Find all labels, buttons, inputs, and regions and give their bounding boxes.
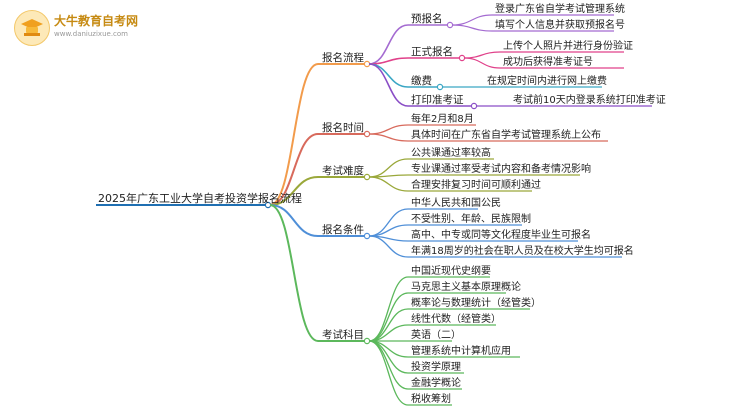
leaf-link: [451, 24, 493, 32]
leaf-link: [368, 133, 409, 142]
branch-registration-process: 报名流程: [322, 52, 364, 64]
leaf-high-school: 高中、中专或同等文化程度毕业生可报名: [411, 230, 591, 241]
leaf-subject-2: 马克思主义基本原理概论: [411, 282, 521, 293]
leaf-print-ticket: 考试前10天内登录系统打印准考证: [513, 95, 666, 106]
logo-url: www.daniuzixue.com: [54, 30, 128, 38]
branch-link: [269, 204, 319, 237]
leaf-link: [368, 158, 409, 178]
leaf-subject-9: 税收筹划: [411, 394, 451, 405]
leaf-get-admission-no: 成功后获得准考证号: [503, 57, 593, 68]
leaf-no-restriction: 不受性别、年龄、民族限制: [411, 214, 531, 225]
sub-node-dot: [446, 21, 454, 29]
branch-link: [269, 133, 319, 206]
leaf-link: [368, 235, 409, 258]
branch-registration-time: 报名时间: [322, 122, 364, 134]
leaf-major-pass-rate: 专业课通过率受考试内容和备考情况影响: [411, 164, 591, 175]
leaf-link: [463, 57, 501, 69]
leaf-feb-aug: 每年2月和8月: [411, 114, 474, 125]
logo-title: 大牛教育自考网: [54, 14, 139, 28]
sub-node-dot: [458, 54, 466, 62]
leaf-fill-info: 填写个人信息并获取预报名号: [495, 20, 625, 31]
branch-link: [269, 204, 319, 342]
branch-link: [269, 176, 319, 206]
root-topic: 2025年广东工业大学自考投资学报名流程: [98, 192, 302, 205]
sub-formal-registration: 正式报名: [411, 46, 453, 58]
leaf-public-pass-rate: 公共课通过率较高: [411, 148, 491, 159]
branch-link: [269, 63, 319, 206]
leaf-link: [368, 124, 409, 135]
leaf-subject-4: 线性代数（经管类）: [411, 314, 501, 325]
leaf-subject-5: 英语（二）: [411, 330, 461, 341]
sub-link: [368, 24, 409, 65]
leaf-subject-7: 投资学原理: [411, 362, 461, 373]
leaf-link: [451, 14, 493, 26]
branch-node-dot: [363, 232, 371, 240]
sub-print-admission: 打印准考证: [411, 94, 464, 106]
graduation-book-icon: [14, 10, 50, 46]
branch-node-dot: [363, 130, 371, 138]
branch-exam-difficulty: 考试难度: [322, 165, 364, 177]
leaf-link: [368, 176, 409, 192]
branch-node-dot: [363, 173, 371, 181]
leaf-upload-photo: 上传个人照片并进行身份验证: [503, 41, 633, 52]
leaf-link: [463, 51, 501, 59]
leaf-link: [368, 276, 409, 342]
leaf-link: [368, 340, 409, 406]
sub-pre-registration: 预报名: [411, 13, 443, 25]
leaf-link: [368, 208, 409, 237]
sub-payment: 缴费: [411, 75, 432, 87]
branch-node-dot: [363, 337, 371, 345]
sub-link: [368, 57, 409, 65]
leaf-plan-review: 合理安排复习时间可顺利通过: [411, 180, 541, 191]
leaf-subject-1: 中国近现代史纲要: [411, 266, 491, 277]
site-logo: 大牛教育自考网 www.daniuzixue.com: [14, 6, 164, 46]
leaf-pay-online: 在规定时间内进行网上缴费: [487, 76, 607, 87]
leaf-time-announced: 具体时间在广东省自学考试管理系统上公布: [411, 130, 601, 141]
sub-node-dot: [470, 102, 478, 110]
sub-link: [368, 63, 409, 107]
leaf-login-system: 登录广东省自学考试管理系统: [495, 4, 625, 15]
leaf-link: [368, 224, 409, 237]
leaf-age-18: 年满18周岁的社会在职人员及在校大学生均可报名: [411, 246, 634, 257]
sub-node-dot: [436, 83, 444, 91]
leaf-subject-3: 概率论与数理统计（经管类）: [411, 298, 541, 309]
leaf-citizen: 中华人民共和国公民: [411, 198, 501, 209]
leaf-subject-6: 管理系统中计算机应用: [411, 346, 511, 357]
branch-registration-conditions: 报名条件: [322, 224, 364, 236]
branch-node-dot: [363, 60, 371, 68]
branch-exam-subjects: 考试科目: [322, 329, 364, 341]
leaf-subject-8: 金融学概论: [411, 378, 461, 389]
